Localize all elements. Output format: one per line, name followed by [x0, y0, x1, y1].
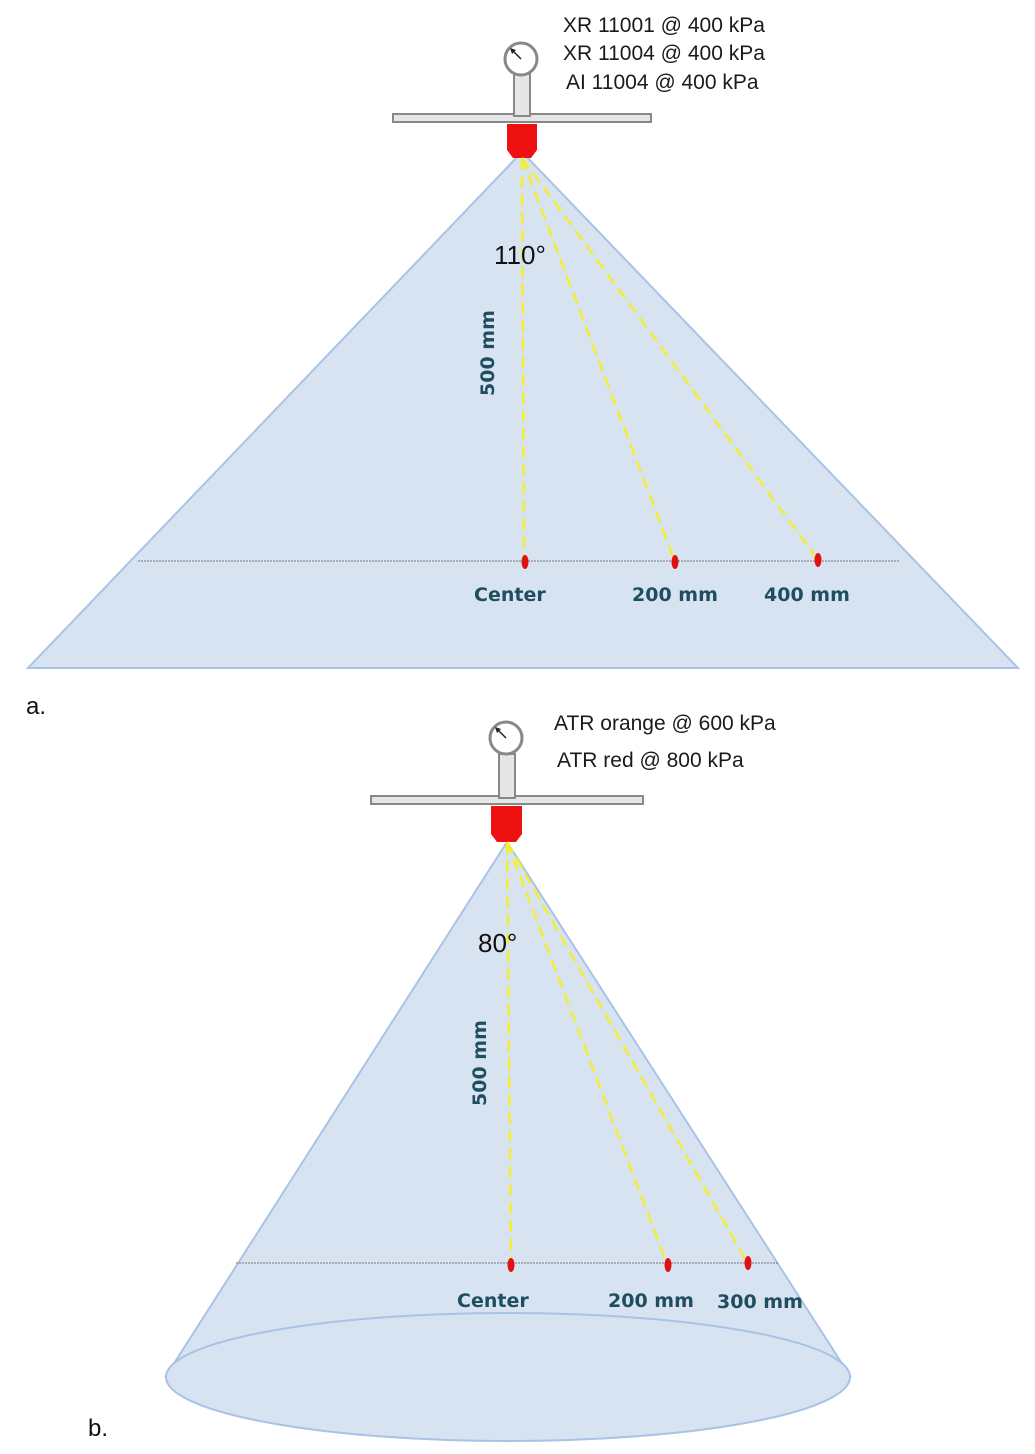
trace-200-a [520, 157, 677, 563]
gauge-stem-a [513, 73, 531, 117]
nozzle-label-a-3: AI 11004 @ 400 kPa [566, 71, 759, 94]
height-label-b: 500 mm [469, 1020, 491, 1106]
nozzle-label-b-1: ATR orange @ 600 kPa [554, 712, 776, 735]
sample-point-200-b [664, 1258, 672, 1272]
position-label-200-b: 200 mm [608, 1290, 694, 1312]
position-label-300-b: 300 mm [717, 1291, 803, 1313]
panel-label-b: b. [88, 1415, 108, 1442]
trace-200-b [505, 841, 669, 1265]
nozzle-label-b-2: ATR red @ 800 kPa [557, 749, 744, 772]
trace-center-a [520, 157, 526, 563]
position-label-center-a: Center [474, 584, 546, 606]
position-label-center-b: Center [457, 1290, 529, 1312]
gauge-needle-tip [510, 48, 516, 54]
nozzle-a [507, 124, 537, 158]
sample-point-400-a [814, 553, 822, 567]
height-label-a: 500 mm [477, 310, 499, 396]
sample-point-200-a [671, 555, 679, 569]
gauge-needle-tip [495, 727, 501, 733]
panel-b: ATR orange @ 600 kPa ATR red @ 800 kPa 8… [88, 712, 852, 1442]
trace-center-b [505, 841, 513, 1265]
sample-point-center-a [521, 555, 529, 569]
panel-label-a: a. [26, 693, 46, 720]
gauge-stem-b [498, 753, 516, 799]
position-label-200-a: 200 mm [632, 584, 718, 606]
sample-point-300-b [744, 1256, 752, 1270]
position-label-400-a: 400 mm [764, 584, 850, 606]
panel-a: XR 11001 @ 400 kPa XR 11004 @ 400 kPa AI… [25, 14, 1021, 720]
spray-cone-base-b [165, 1312, 851, 1442]
sample-point-center-b [507, 1258, 515, 1272]
nozzle-b [491, 806, 522, 842]
spray-angle-b: 80° [478, 928, 517, 958]
trace-300-b [505, 841, 749, 1263]
nozzle-label-a-1: XR 11001 @ 400 kPa [563, 14, 765, 37]
trace-400-a [520, 157, 820, 561]
spray-angle-a: 110° [494, 240, 546, 270]
nozzle-label-a-2: XR 11004 @ 400 kPa [563, 42, 765, 65]
